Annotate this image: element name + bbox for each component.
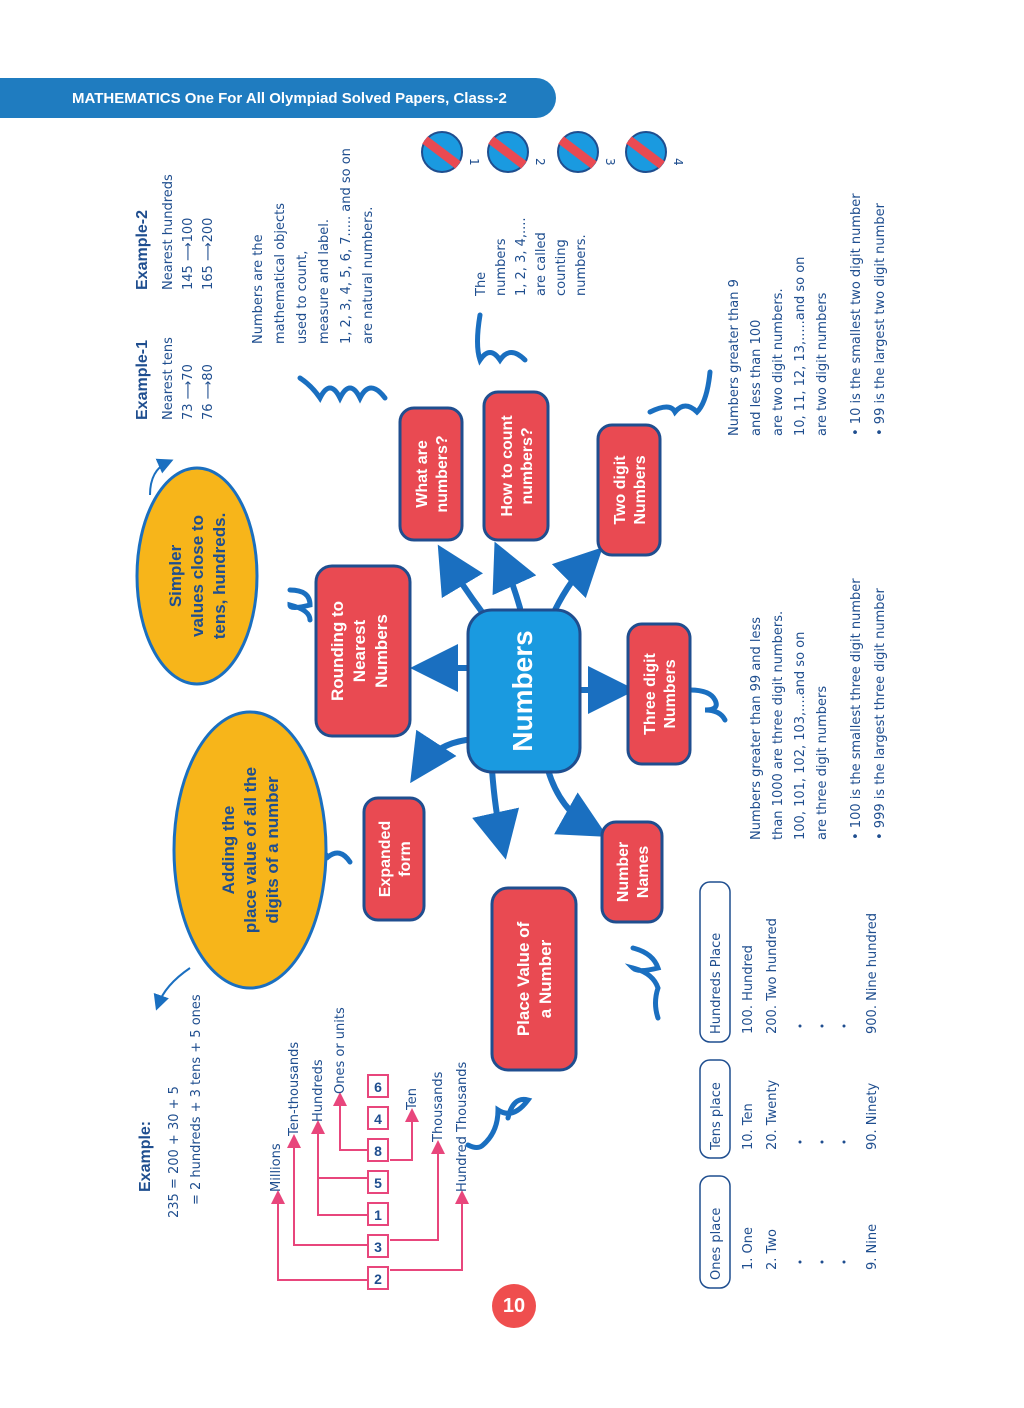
place-label: Ten [405, 1088, 420, 1111]
digit-box: 4 [374, 1111, 382, 1127]
table-cell: 9. Nine [865, 1224, 880, 1270]
oval-expanded-pointer [153, 967, 191, 1011]
ellipsis-dots [798, 1024, 846, 1264]
connector-arrows [410, 541, 636, 860]
oval-rounding-pointer [149, 458, 174, 496]
place-label: Ten-thousands [287, 1042, 302, 1137]
digit-box: 6 [374, 1079, 382, 1095]
place-value-diagram: 2 3 1 5 8 4 6 Millions Ten-thousands Hun… [269, 1007, 470, 1290]
ball-icons: 1 2 3 4 [421, 131, 685, 173]
page-number: 10 [492, 1284, 536, 1328]
table-header: Tens place [709, 1082, 724, 1151]
ball-icon: 1 [421, 131, 481, 173]
digit-box: 5 [374, 1175, 382, 1191]
two-digit-bullets: • 10 is the smallest two digit number• 9… [849, 193, 888, 436]
place-label: Hundreds [311, 1059, 326, 1122]
table-header: Hundreds Place [709, 933, 724, 1034]
ball-number: 1 [467, 158, 481, 166]
ball-number: 4 [671, 158, 685, 166]
table-cell: 20. Twenty [765, 1079, 780, 1150]
number-names-table: Ones place Tens place Hundreds Place 1. … [699, 881, 880, 1289]
place-label: Thousands [431, 1071, 446, 1143]
squiggle-arrows [287, 312, 728, 1150]
example-1-title: Example-1 [134, 340, 151, 420]
table-cell: 10. Ten [741, 1103, 756, 1150]
page-header: MATHEMATICS One For All Olympiad Solved … [0, 78, 556, 118]
digit-box: 3 [374, 1239, 382, 1255]
place-label: Hundred Thousands [455, 1061, 470, 1192]
expanded-example-line1: 235 = 200 + 30 + 5 [167, 1086, 182, 1218]
table-cell: 900. Nine hundred [865, 913, 880, 1034]
three-digit-bullets: • 100 is the smallest three digit number… [849, 578, 888, 840]
center-label: Numbers [507, 630, 538, 751]
ball-icon: 3 [557, 131, 617, 173]
table-cell: 200. Two hundred [765, 918, 780, 1034]
digit-box: 2 [374, 1271, 382, 1287]
ball-icon: 2 [487, 131, 547, 173]
place-label: Millions [269, 1143, 284, 1192]
expanded-example-line2: = 2 hundreds + 3 tens + 5 ones [189, 994, 204, 1205]
ball-icon: 4 [625, 131, 685, 173]
table-cell: 1. One [741, 1227, 756, 1270]
table-cell: 90. Ninety [865, 1083, 880, 1150]
table-cell: 2. Two [765, 1229, 780, 1270]
header-title: MATHEMATICS One For All Olympiad Solved … [72, 89, 507, 107]
place-label: Ones or units [333, 1007, 348, 1094]
digit-box: 1 [374, 1207, 382, 1223]
expanded-example-title: Example: [137, 1121, 154, 1192]
table-cell: 100. Hundred [741, 945, 756, 1034]
digit-box: 8 [374, 1143, 382, 1159]
example-2-title: Example-2 [134, 210, 151, 290]
ball-number: 3 [603, 158, 617, 166]
center-node: Numbers [466, 608, 582, 774]
table-header: Ones place [709, 1208, 724, 1280]
ball-number: 2 [533, 158, 547, 166]
